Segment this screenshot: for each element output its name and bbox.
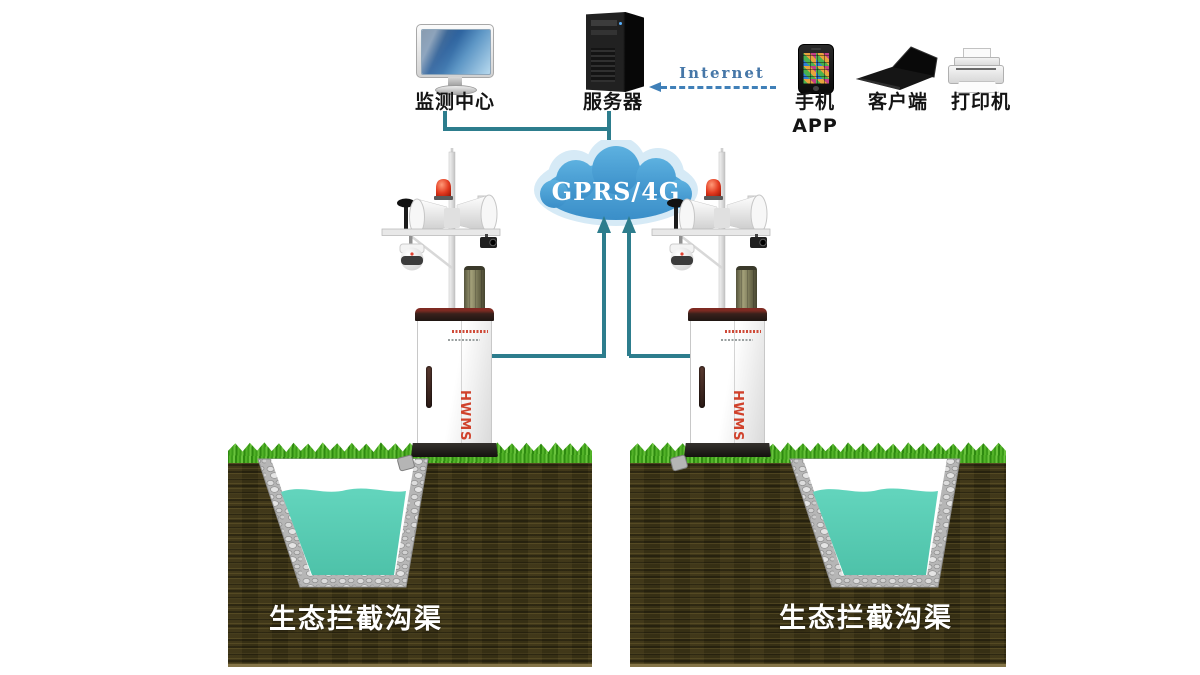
sensor-antenna-cap bbox=[397, 198, 415, 208]
cabinet-cap bbox=[688, 308, 767, 321]
internet-arrowhead-icon bbox=[649, 82, 661, 92]
left-station-uplink-line bbox=[491, 354, 606, 358]
cloud-body bbox=[540, 146, 692, 220]
mast-pole bbox=[448, 151, 456, 320]
sensor-antenna-icon bbox=[404, 205, 408, 232]
horn-right-mouth bbox=[480, 194, 498, 234]
bullet-camera-lens bbox=[489, 238, 497, 247]
monitor-drop-line bbox=[443, 111, 447, 129]
cabinet-microtext-red bbox=[452, 330, 488, 333]
warning-beacon-icon bbox=[706, 179, 721, 197]
left-monitoring-cabinet: HWMS bbox=[396, 308, 498, 472]
cabinet-door-seam bbox=[461, 321, 462, 444]
server-icon bbox=[586, 12, 644, 92]
phone-icon bbox=[798, 44, 834, 94]
horn-hub bbox=[714, 208, 730, 228]
gprs-cloud: GPRS/4G bbox=[534, 140, 698, 226]
water bbox=[813, 488, 938, 575]
server-drive-bay bbox=[591, 20, 617, 26]
cabinet-brand: HWMS bbox=[730, 390, 745, 442]
monitor-server-line bbox=[443, 127, 611, 131]
mast-pole bbox=[718, 151, 726, 320]
phone-label: 手机APP bbox=[792, 91, 838, 137]
cloud-label: GPRS/4G bbox=[552, 177, 681, 206]
dome-camera-lens-band bbox=[401, 256, 423, 265]
phone-speaker bbox=[811, 48, 821, 50]
horn-right-mouth bbox=[750, 194, 768, 234]
server-label: 服务器 bbox=[582, 91, 643, 113]
cabinet-base bbox=[411, 443, 498, 457]
internet-dashed-line bbox=[661, 86, 776, 89]
warning-beacon-icon bbox=[436, 179, 451, 197]
uplink-arrows bbox=[597, 216, 636, 356]
crossbar-brace bbox=[680, 235, 723, 269]
right-ditch-label: 生态拦截沟渠 bbox=[779, 603, 953, 634]
server-vent-grid bbox=[591, 48, 615, 82]
dome-camera-stem bbox=[409, 236, 413, 244]
left-ditch-label: 生态拦截沟渠 bbox=[269, 604, 443, 635]
phone-screen bbox=[803, 53, 829, 84]
cabinet-handle bbox=[426, 366, 432, 408]
right-arrow-shaft bbox=[627, 230, 631, 356]
crossbar bbox=[381, 228, 501, 236]
right-arrowhead-icon bbox=[622, 216, 636, 233]
server-drive-bay bbox=[591, 30, 617, 35]
printer-slot bbox=[956, 68, 996, 70]
beacon-base bbox=[434, 196, 453, 200]
monitor-icon bbox=[416, 24, 494, 95]
cabinet-door-seam bbox=[734, 321, 735, 444]
crossbar bbox=[651, 228, 771, 236]
grass bbox=[228, 442, 592, 463]
dome-camera-stem bbox=[679, 236, 683, 244]
dome-camera-led bbox=[680, 252, 684, 256]
bullet-camera-lens bbox=[759, 238, 767, 247]
cabinet-microtext-gray bbox=[448, 339, 480, 341]
left-arrow-shaft bbox=[602, 230, 606, 356]
internet-label: Internet bbox=[679, 64, 765, 82]
right-monitoring-cabinet: HWMS bbox=[669, 308, 771, 472]
cabinet-cap bbox=[415, 308, 494, 321]
sensor-antenna-icon bbox=[674, 205, 678, 232]
right-ditch bbox=[789, 458, 961, 588]
left-ditch bbox=[257, 458, 429, 588]
bullet-camera-mount bbox=[755, 234, 758, 237]
monitor-base bbox=[435, 85, 477, 95]
server-cloud-line bbox=[607, 111, 611, 152]
left-ground-block bbox=[228, 441, 592, 667]
laptop-label: 客户端 bbox=[867, 91, 928, 113]
cabinet-brand: HWMS bbox=[457, 390, 472, 442]
monitor-label: 监测中心 bbox=[414, 91, 495, 113]
monitor-stand bbox=[448, 77, 462, 86]
water bbox=[281, 488, 406, 575]
left-station-mast bbox=[381, 148, 501, 320]
right-station-mast bbox=[651, 148, 771, 320]
dome-camera-lens-band bbox=[671, 256, 693, 265]
printer-label: 打印机 bbox=[950, 91, 1011, 113]
cabinet-base bbox=[684, 443, 771, 457]
monitor-screen bbox=[421, 29, 491, 75]
left-arrowhead-icon bbox=[597, 216, 611, 233]
cabinet-handle bbox=[699, 366, 705, 408]
laptop-icon bbox=[856, 46, 938, 90]
dome-camera-led bbox=[410, 252, 414, 256]
right-station-uplink-line bbox=[629, 354, 690, 358]
server-power-led bbox=[619, 22, 622, 25]
beacon-base bbox=[704, 196, 723, 200]
cabinet-microtext-gray bbox=[721, 339, 753, 341]
cabinet-microtext-red bbox=[725, 330, 761, 333]
printer-icon bbox=[948, 48, 1004, 93]
horn-hub bbox=[444, 208, 460, 228]
bullet-camera-mount bbox=[485, 234, 488, 237]
sensor-antenna-cap bbox=[667, 198, 685, 208]
phone-home-button bbox=[813, 86, 819, 91]
crossbar-brace bbox=[410, 235, 453, 269]
